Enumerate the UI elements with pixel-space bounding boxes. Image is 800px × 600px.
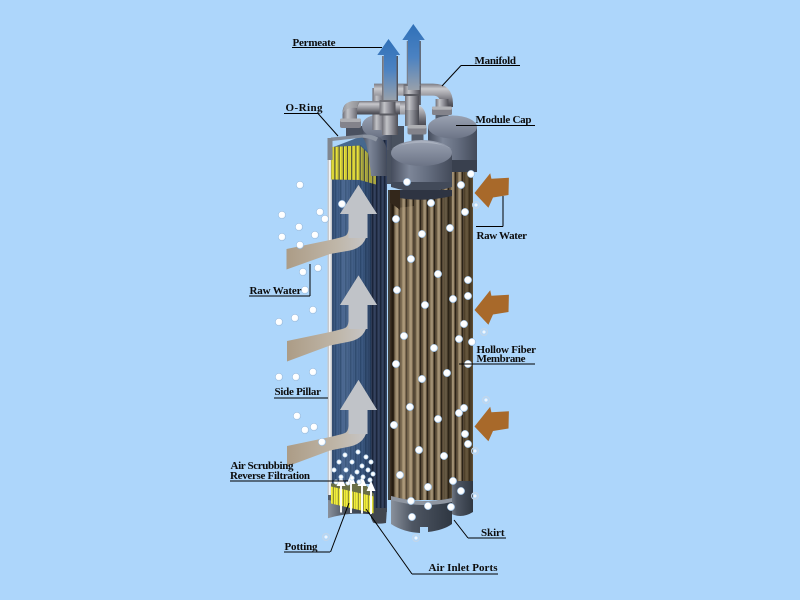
- svg-text:Hollow Fiber: Hollow Fiber: [477, 344, 537, 356]
- svg-text:Module Cap: Module Cap: [476, 114, 532, 126]
- svg-text:Air Scrubbing: Air Scrubbing: [231, 460, 295, 472]
- svg-text:Raw Water: Raw Water: [250, 285, 302, 297]
- svg-text:Membrane: Membrane: [477, 353, 526, 365]
- svg-text:Permeate: Permeate: [293, 37, 336, 49]
- svg-text:Potting: Potting: [285, 541, 319, 553]
- svg-text:Manifold: Manifold: [475, 55, 517, 67]
- svg-text:Air Inlet Ports: Air Inlet Ports: [429, 562, 499, 574]
- svg-text:Skirt: Skirt: [481, 527, 505, 539]
- svg-text:Reverse Filtration: Reverse Filtration: [230, 470, 310, 482]
- svg-text:Raw Water: Raw Water: [477, 230, 528, 242]
- svg-text:O-Ring: O-Ring: [286, 102, 324, 114]
- svg-text:Side Pillar: Side Pillar: [275, 386, 322, 398]
